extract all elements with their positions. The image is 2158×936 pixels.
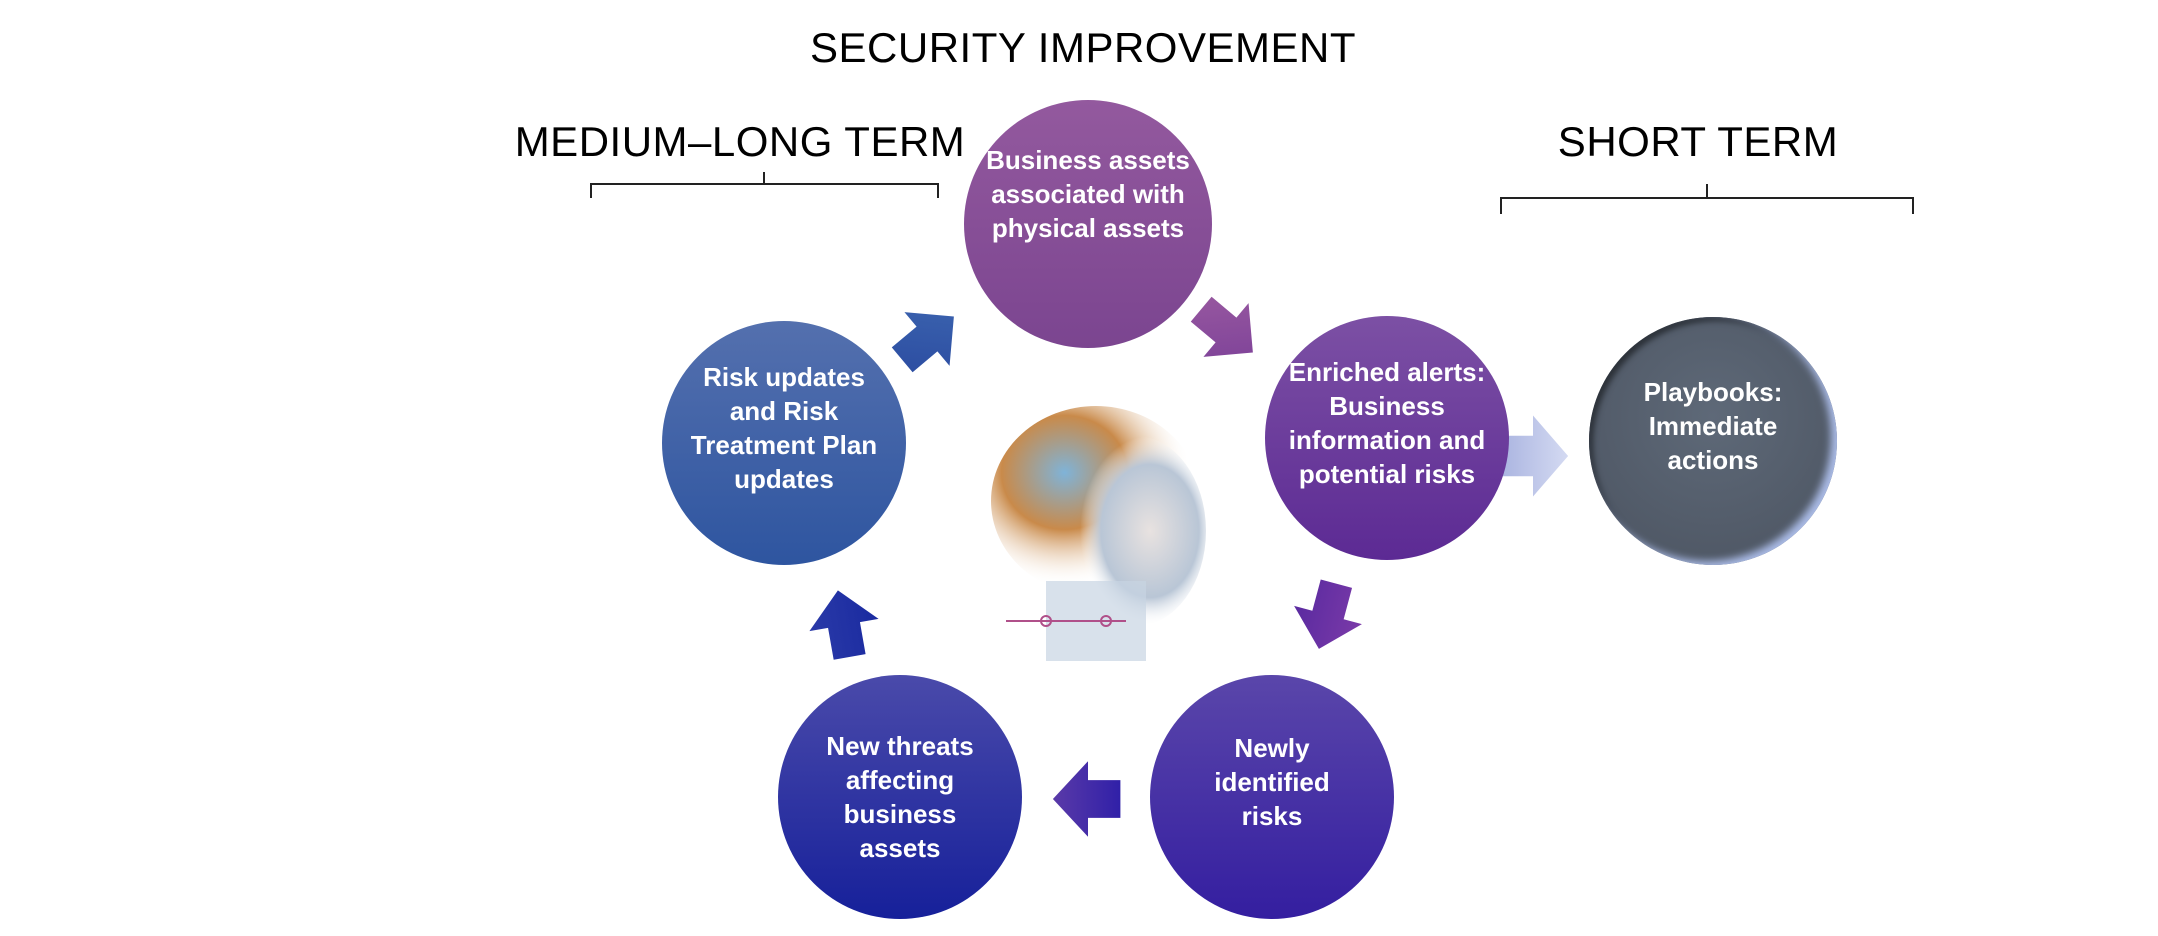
arrow-down-right-icon xyxy=(1190,296,1253,357)
node-newly-identified-risks-label: Newly identified risks xyxy=(1214,733,1330,831)
arrow-right-pale-icon xyxy=(1500,415,1569,497)
short-term-label: SHORT TERM xyxy=(1557,118,1839,165)
node-enriched-alerts: Enriched alerts: Business information an… xyxy=(1265,316,1509,560)
node-business-assets-label: Business assets associated with physical… xyxy=(986,145,1190,243)
diagram-title: SECURITY IMPROVEMENT xyxy=(810,24,1356,71)
arrow-up-right-icon xyxy=(891,312,954,373)
ai-head-image xyxy=(991,406,1206,661)
node-playbooks: Playbooks: Immediate actions xyxy=(1589,317,1837,565)
node-playbooks-label: Playbooks: Immediate actions xyxy=(1643,377,1783,475)
node-new-threats: New threats affecting business assets xyxy=(778,675,1022,919)
node-business-assets: Business assets associated with physical… xyxy=(964,100,1212,348)
arrow-left-icon xyxy=(1052,761,1121,837)
medium-long-term-label: MEDIUM–LONG TERM xyxy=(514,118,966,165)
right-bracket xyxy=(1500,184,1914,214)
node-risk-updates: Risk updates and Risk Treatment Plan upd… xyxy=(662,321,906,565)
node-new-threats-label: New threats affecting business assets xyxy=(826,731,974,863)
arrow-down-left-icon xyxy=(1294,579,1362,649)
arrow-up-icon xyxy=(809,590,879,660)
left-bracket xyxy=(590,172,939,198)
node-risk-updates-label: Risk updates and Risk Treatment Plan upd… xyxy=(690,362,878,494)
node-newly-identified-risks: Newly identified risks xyxy=(1150,675,1394,919)
node-enriched-alerts-label: Enriched alerts: Business information an… xyxy=(1288,357,1486,489)
